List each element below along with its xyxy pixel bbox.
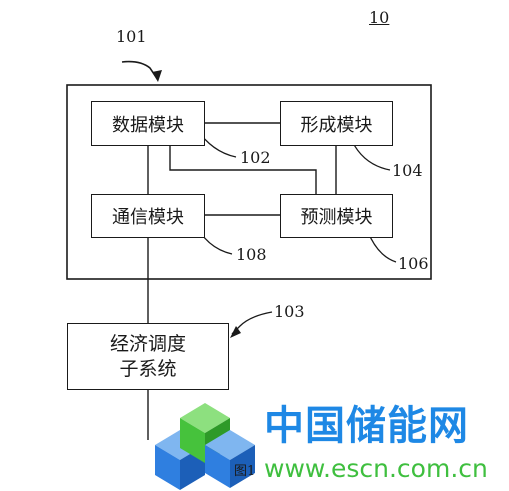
ref-101-pointer [121, 60, 159, 81]
ref-101-label: 101 [116, 27, 147, 46]
subsystem-label-line2: 子系统 [119, 357, 177, 380]
data-module: 数据模块 [91, 101, 205, 146]
ref-103-label: 103 [274, 302, 305, 321]
leader-103 [231, 311, 273, 335]
ref-106-label: 106 [398, 254, 429, 273]
figure-caption: 图1 [234, 464, 256, 479]
watermark-url: www.escn.com.cn [264, 454, 488, 483]
watermark-cube-icon [155, 403, 255, 490]
module-container [66, 84, 432, 280]
leader-103-arrowhead [230, 326, 241, 338]
communication-module: 通信模块 [91, 194, 205, 238]
economic-dispatch-subsystem: 经济调度 子系统 [67, 323, 229, 390]
subsystem-label-line1: 经济调度 [109, 332, 186, 355]
ref-108-label: 108 [236, 245, 267, 264]
data-module-label: 数据模块 [112, 114, 184, 136]
system-label: 10 [369, 8, 390, 27]
ref-104-label: 104 [392, 161, 423, 180]
prediction-module: 预测模块 [280, 194, 393, 238]
line-data-prediction [169, 145, 317, 195]
ref-102-label: 102 [240, 148, 271, 167]
communication-module-label: 通信模块 [112, 207, 184, 228]
forming-module: 形成模块 [280, 101, 393, 146]
watermark-title: 中国储能网 [264, 403, 469, 449]
forming-module-label: 形成模块 [300, 114, 373, 136]
ref-101-arrowhead [152, 70, 162, 82]
prediction-module-label: 预测模块 [300, 207, 373, 228]
